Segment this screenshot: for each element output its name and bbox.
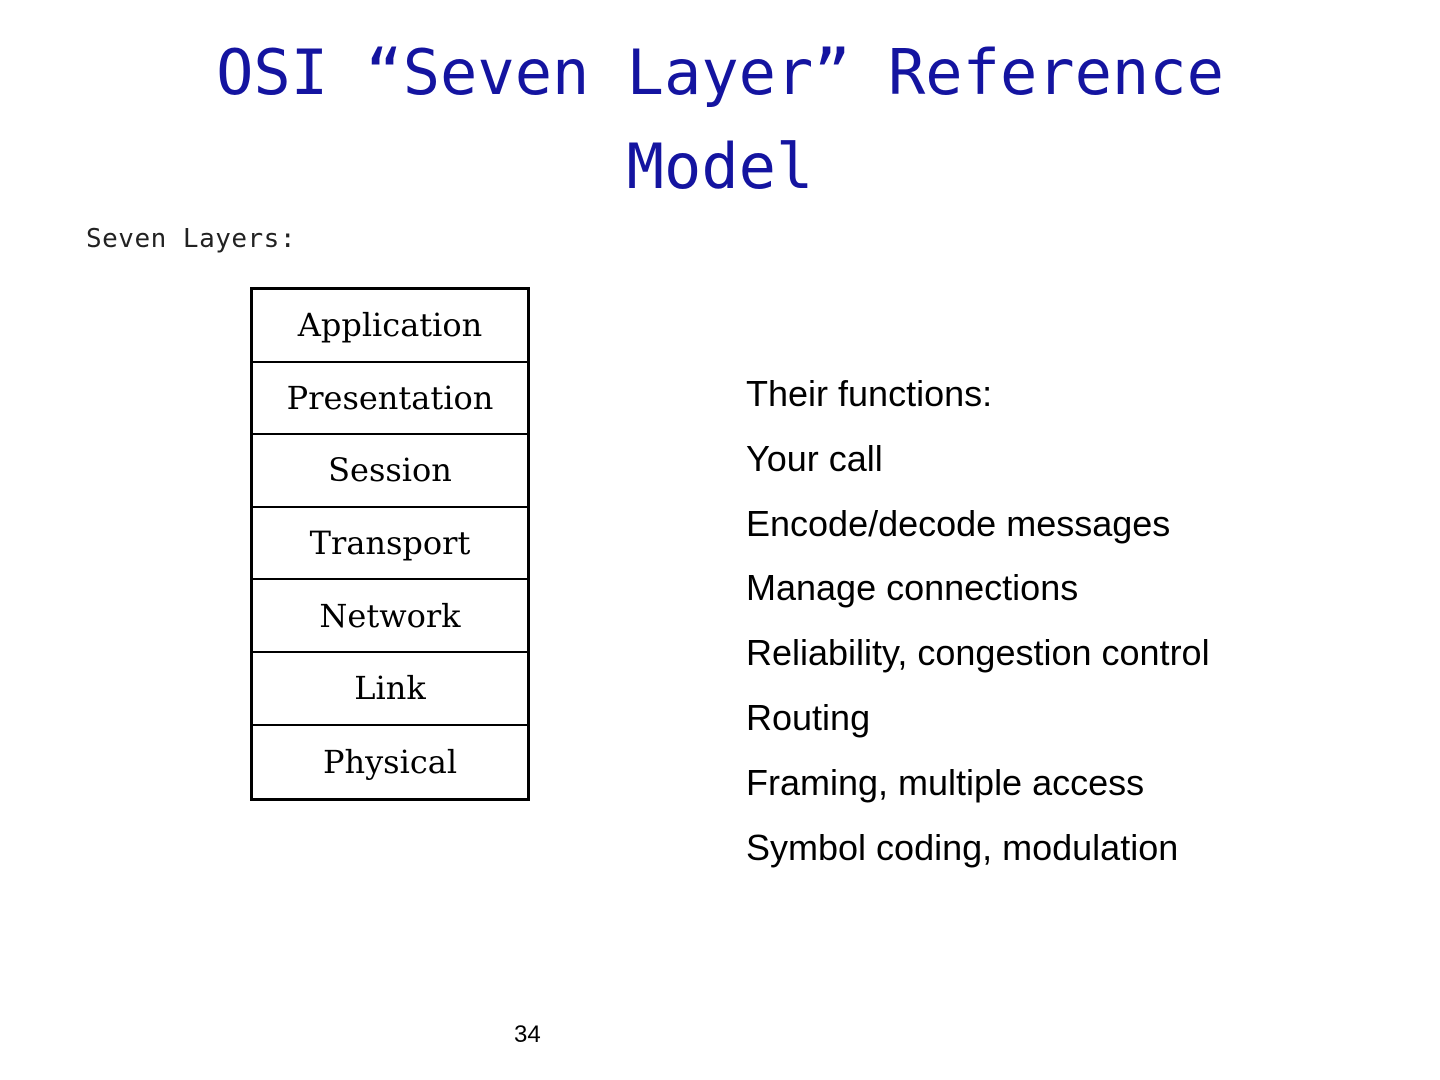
osi-layer-stack: Application Presentation Session Transpo… bbox=[250, 287, 530, 802]
function-application: Your call bbox=[746, 437, 883, 479]
layer-physical: Physical bbox=[322, 742, 458, 781]
page-number: 34 bbox=[514, 1021, 541, 1048]
layer-application: Application bbox=[253, 290, 527, 363]
title-line-1: OSI “Seven Layer” Reference bbox=[216, 36, 1224, 109]
layer-presentation: Presentation bbox=[253, 363, 527, 436]
title-line-2: Model bbox=[626, 130, 814, 203]
function-session: Manage connections bbox=[746, 567, 1079, 609]
function-transport: Reliability, congestion control bbox=[746, 632, 1210, 674]
slide-title: OSI “Seven Layer” Reference Model bbox=[0, 26, 1440, 214]
function-network: Routing bbox=[746, 696, 871, 738]
layer-session: Session bbox=[253, 435, 527, 508]
layer-transport: Transport bbox=[253, 508, 527, 581]
function-physical: Symbol coding, modulation bbox=[746, 826, 1179, 868]
function-presentation: Encode/decode messages bbox=[746, 502, 1171, 544]
seven-layers-label: Seven Layers: bbox=[86, 224, 296, 254]
functions-heading: Their functions: bbox=[746, 373, 993, 414]
layer-link: Link bbox=[253, 653, 527, 726]
layer-network: Network bbox=[253, 580, 527, 653]
function-link: Framing, multiple access bbox=[746, 761, 1145, 803]
functions-list: Their functions: Your call Encode/decode… bbox=[746, 365, 1210, 883]
